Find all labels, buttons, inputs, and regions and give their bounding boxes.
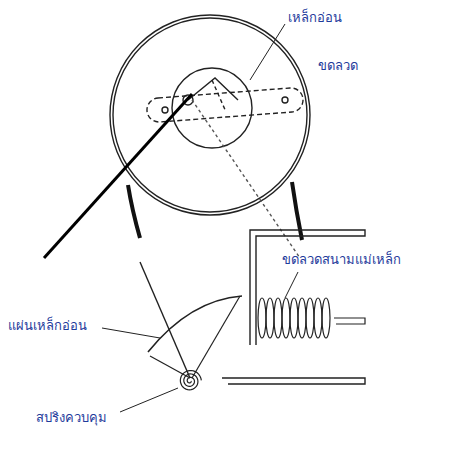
plate-arm: [192, 296, 240, 378]
part-label: สปริงควบคุม: [36, 410, 107, 426]
pointer: [140, 262, 190, 378]
coil-frame: [250, 230, 365, 345]
plate-arm: [150, 356, 190, 378]
coil-turn: [274, 298, 282, 338]
part-label: ขดลวด: [318, 58, 358, 74]
coil-windings: [258, 298, 365, 338]
part-label: ขดลวดสนามแม่เหล็ก: [282, 252, 401, 268]
leader-line: [120, 388, 178, 412]
inner-circle: [172, 68, 252, 148]
coil-turn: [314, 298, 322, 338]
coil-outer: [110, 15, 310, 215]
coil-outer-inner: [113, 18, 307, 212]
leader-line: [285, 272, 298, 298]
lead-wire: [128, 185, 140, 238]
leader-line: [250, 24, 285, 80]
coil-turn: [258, 298, 266, 338]
coil-turn: [322, 298, 330, 338]
coil-turn: [282, 298, 290, 338]
pointer: [44, 94, 192, 258]
control-spring: [180, 371, 201, 390]
coil-turn: [266, 298, 274, 338]
soft-iron-plate: [148, 296, 242, 352]
coil-turn: [290, 298, 298, 338]
pointer-deflected: [192, 100, 300, 258]
lead-wire: [292, 182, 302, 240]
part-label: เหล็กอ่อน: [288, 10, 342, 26]
fixed-vane: [212, 80, 226, 112]
coil-turn: [306, 298, 314, 338]
part-label: แผ่นเหล็กอ่อน: [8, 318, 87, 334]
slot-hole: [162, 107, 168, 113]
coil-turn: [298, 298, 306, 338]
slot-hole: [282, 97, 288, 103]
coil-lead: [334, 318, 365, 324]
coil-frame: [222, 378, 365, 384]
leader-line: [102, 328, 160, 338]
